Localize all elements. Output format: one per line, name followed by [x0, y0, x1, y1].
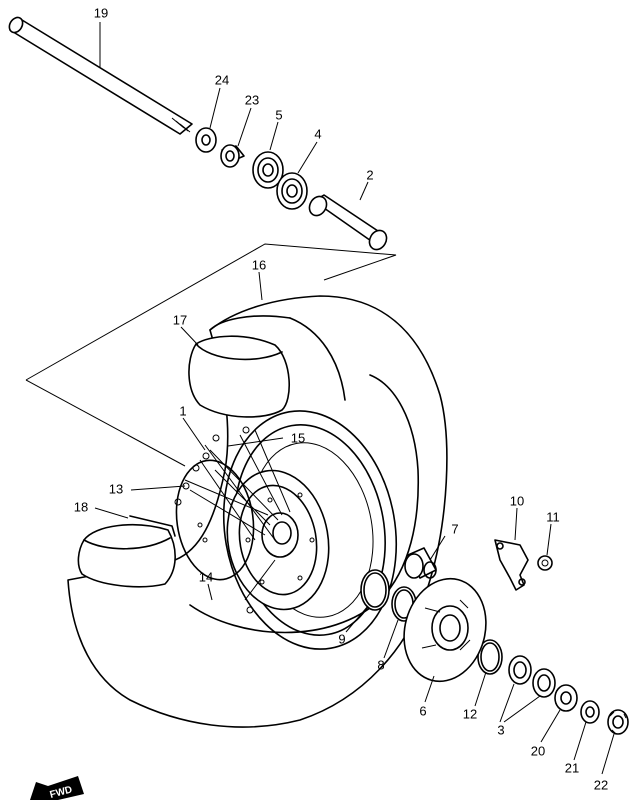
- gear-housing: [403, 577, 487, 683]
- collar-7: [404, 547, 437, 579]
- oil-seal: [252, 151, 284, 189]
- callout-6: 6: [419, 703, 426, 718]
- callout-12: 12: [463, 706, 477, 721]
- leader-lines: [94, 22, 615, 775]
- callout-16: 16: [252, 257, 266, 272]
- bearings-right: [508, 655, 556, 698]
- fwd-arrow-badge: FWD: [30, 776, 84, 800]
- rim-band-18: [77, 515, 176, 588]
- callout-22: 22: [594, 777, 608, 792]
- callout-17: 17: [173, 312, 187, 327]
- callout-15: 15: [291, 430, 305, 445]
- rim-band-17: [188, 335, 291, 418]
- spacer-collar: [220, 144, 245, 168]
- callout-9: 9: [338, 631, 345, 646]
- callout-19: 19: [94, 5, 108, 20]
- spacer-tube: [308, 194, 388, 251]
- axle-nut: [607, 709, 629, 735]
- axle-washer: [195, 127, 217, 153]
- callout-18: 18: [74, 499, 88, 514]
- callout-10: 10: [510, 493, 524, 508]
- callout-8: 8: [377, 657, 384, 672]
- brake-disc: [226, 469, 330, 611]
- tire-bracket-outline: [25, 243, 397, 467]
- callout-5: 5: [275, 107, 282, 122]
- collar-21: [580, 700, 600, 724]
- bearing-left: [276, 172, 308, 210]
- callout-14: 14: [199, 569, 213, 584]
- callout-labels: 19 24 23 5 4 2 16 17 1 15 13 18 14 7 10 …: [74, 5, 608, 792]
- callout-23: 23: [245, 92, 259, 107]
- callout-21: 21: [565, 760, 579, 775]
- callout-2: 2: [366, 167, 373, 182]
- callout-3: 3: [497, 722, 504, 737]
- hub-flange: [175, 459, 255, 581]
- callout-13: 13: [109, 481, 123, 496]
- callout-4: 4: [314, 126, 321, 141]
- speedometer-clutch: [494, 539, 553, 591]
- callout-24: 24: [215, 72, 229, 87]
- callout-1: 1: [179, 403, 186, 418]
- fwd-label: FWD: [49, 784, 74, 800]
- callout-7: 7: [451, 521, 458, 536]
- callout-11: 11: [546, 509, 560, 524]
- washer-20: [554, 684, 578, 712]
- front-axle: [8, 16, 193, 135]
- callout-20: 20: [531, 743, 545, 758]
